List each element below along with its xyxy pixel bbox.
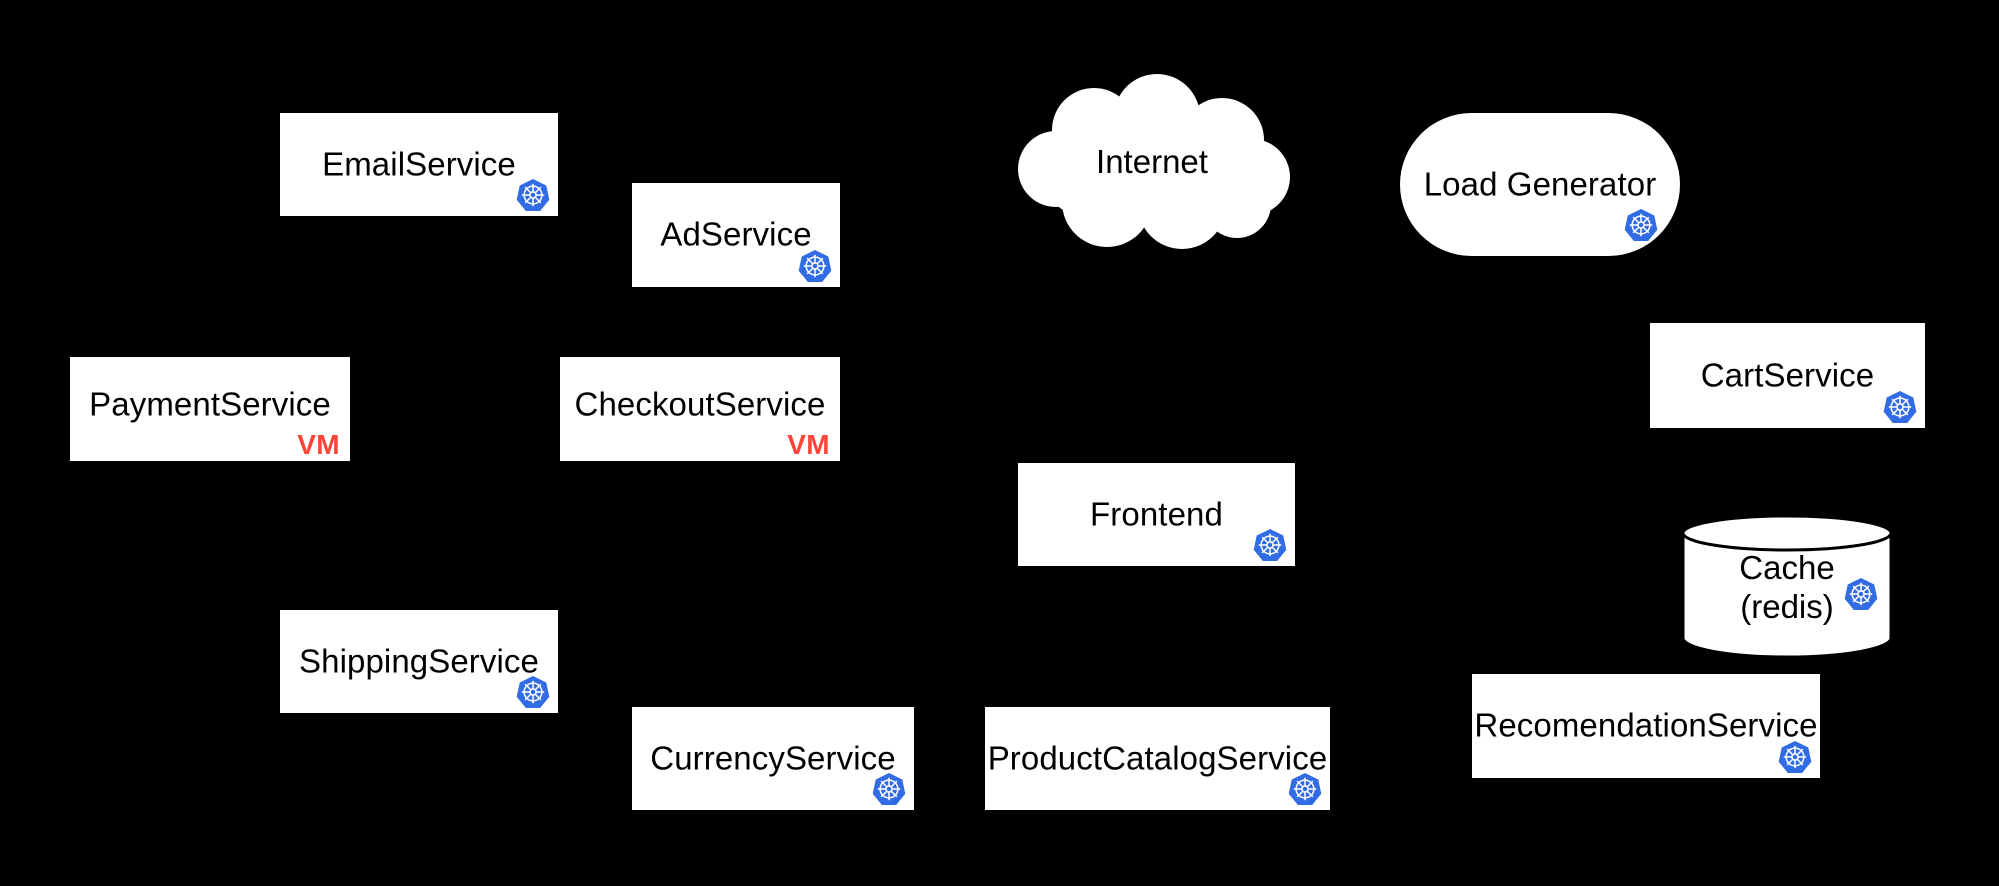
- node-label-recomendationservice: RecomendationService: [1474, 706, 1818, 744]
- vm-badge: VM: [297, 429, 340, 460]
- cylinder-shape: [1681, 514, 1893, 657]
- node-label-frontend: Frontend: [1090, 495, 1223, 533]
- node-label-loadgenerator: Load Generator: [1423, 165, 1657, 203]
- kubernetes-icon: [516, 178, 550, 212]
- kubernetes-icon: [1624, 208, 1658, 242]
- node-frontend[interactable]: Frontend: [1018, 463, 1295, 566]
- node-label-shippingservice: ShippingService: [299, 642, 539, 680]
- node-emailservice[interactable]: EmailService: [280, 113, 558, 216]
- node-adservice[interactable]: AdService: [632, 183, 840, 287]
- cloud-shape: [1018, 74, 1290, 249]
- node-label-cache: Cache (redis): [1680, 549, 1894, 627]
- node-loadgenerator[interactable]: Load Generator: [1400, 113, 1680, 256]
- node-label-cartservice: CartService: [1700, 356, 1875, 394]
- kubernetes-icon: [1883, 390, 1917, 424]
- kubernetes-icon: [516, 675, 550, 709]
- kubernetes-icon: [1778, 740, 1812, 774]
- kubernetes-icon: [1844, 577, 1878, 611]
- node-cache[interactable]: Cache (redis): [1680, 514, 1894, 657]
- node-label-cache-line1: Cache: [1739, 549, 1835, 587]
- node-cartservice[interactable]: CartService: [1650, 323, 1925, 428]
- node-label-cache-line2: (redis): [1740, 588, 1834, 626]
- node-checkoutservice[interactable]: CheckoutService VM: [560, 357, 840, 461]
- node-currencyservice[interactable]: CurrencyService: [632, 707, 914, 810]
- node-internet[interactable]: Internet: [1012, 72, 1292, 252]
- node-label-adservice: AdService: [660, 215, 812, 253]
- kubernetes-icon: [1253, 528, 1287, 562]
- node-label-internet: Internet: [1096, 143, 1208, 180]
- node-label-currencyservice: CurrencyService: [650, 739, 896, 777]
- node-label-productcatalogservice: ProductCatalogService: [987, 739, 1328, 777]
- kubernetes-icon: [798, 249, 832, 283]
- node-recomendationservice[interactable]: RecomendationService: [1472, 674, 1820, 778]
- node-label-paymentservice: PaymentService: [89, 385, 331, 423]
- node-productcatalogservice[interactable]: ProductCatalogService: [985, 707, 1330, 810]
- node-shippingservice[interactable]: ShippingService: [280, 610, 558, 713]
- node-paymentservice[interactable]: PaymentService VM: [70, 357, 350, 461]
- node-label-emailservice: EmailService: [322, 145, 516, 183]
- node-label-checkoutservice: CheckoutService: [574, 385, 826, 423]
- kubernetes-icon: [1288, 772, 1322, 806]
- kubernetes-icon: [872, 772, 906, 806]
- vm-badge: VM: [787, 429, 830, 460]
